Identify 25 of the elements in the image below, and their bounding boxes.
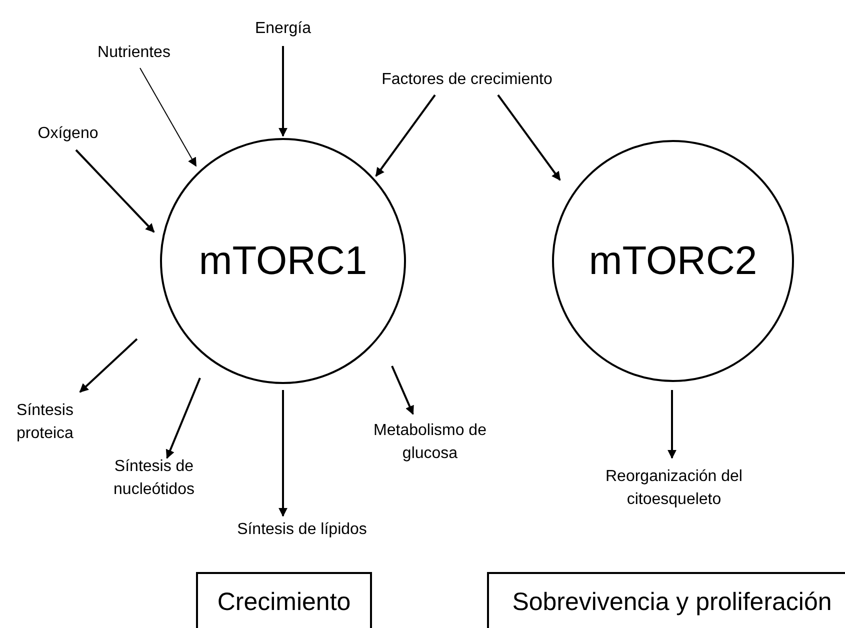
arrow — [668, 390, 676, 459]
node-label: Oxígeno — [38, 124, 98, 144]
category-box — [196, 572, 372, 628]
node-label: Reorganización del citoesqueleto — [604, 466, 744, 510]
node-label: Síntesis de nucleótidos — [112, 456, 196, 500]
arrow — [278, 46, 288, 137]
arrow — [391, 366, 414, 415]
arrow — [140, 68, 196, 167]
arrow — [375, 94, 436, 177]
complex-name: mTORC1 — [198, 238, 368, 285]
complex-name: mTORC2 — [588, 238, 758, 285]
category-box — [487, 572, 845, 628]
arrow — [278, 390, 288, 517]
arrow — [75, 149, 155, 233]
node-label: Síntesis proteica — [16, 400, 74, 444]
arrow — [497, 94, 561, 181]
node-label: Energía — [254, 19, 312, 40]
node-label: Nutrientes — [98, 43, 170, 64]
arrow — [166, 378, 201, 459]
category-label: Crecimiento — [217, 587, 351, 618]
node-label: Factores de crecimiento — [382, 70, 552, 90]
node-label: Síntesis de lípidos — [237, 520, 367, 540]
arrow — [79, 338, 138, 393]
category-label: Sobrevivencia y proliferación — [512, 587, 832, 618]
node-label: Metabolismo de glucosa — [372, 420, 488, 464]
